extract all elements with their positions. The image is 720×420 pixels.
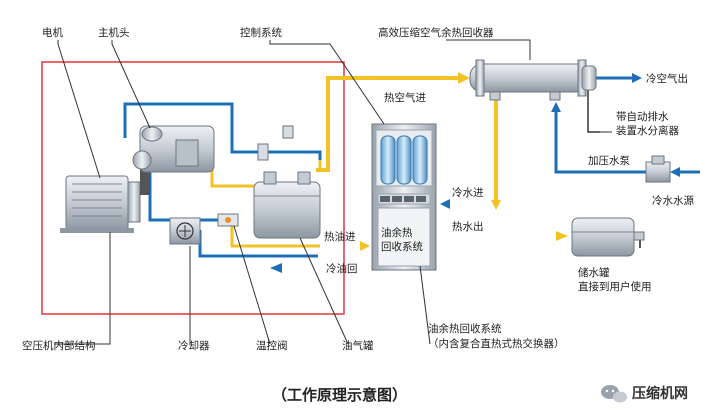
intake-valve [257, 143, 269, 161]
pump-to-exchanger-pipe [554, 112, 646, 174]
drive-belt [140, 150, 150, 195]
air-heat-exchanger [469, 59, 593, 101]
brand-watermark: 压缩机网 [601, 385, 688, 403]
label-storage-tank-1: 储水罐 [578, 266, 610, 279]
diagram-caption: （工作原理示意图） [272, 386, 407, 404]
label-thermostat-valve: 温控阀 [256, 339, 288, 352]
cold-oil-return-arrow [270, 263, 282, 273]
label-oil-gas-tank: 油气罐 [342, 339, 374, 352]
thermostat-valve [217, 213, 239, 227]
label-cold-water-in: 冷水进 [452, 186, 484, 199]
cold-water-in-arrow [440, 199, 450, 209]
label-hot-air-in: 热空气进 [384, 91, 426, 104]
label-cooler: 冷却器 [178, 339, 210, 352]
cold-water-source-arrow [670, 167, 680, 177]
hot-water-out-arrow [556, 231, 568, 241]
label-cold-water-source: 冷水水源 [652, 194, 694, 207]
oil-gas-tank [253, 171, 321, 239]
label-hot-oil-in: 热油进 [324, 230, 356, 243]
label-recovery-unit-2: 回收系统 [381, 240, 423, 253]
wechat-icon [601, 385, 627, 403]
hot-air-pipe [316, 76, 458, 172]
label-water-separator-2: 装置水分离器 [616, 124, 679, 137]
min-pressure-valve [282, 125, 294, 139]
compressor-internal-frame [41, 61, 345, 315]
motor [60, 175, 141, 233]
label-hot-water-out: 热水出 [452, 220, 484, 233]
brand-name: 压缩机网 [632, 385, 688, 402]
leader-lines [54, 39, 612, 345]
storage-tank [571, 217, 645, 257]
label-control-system: 控制系统 [240, 26, 282, 39]
label-recovery-system-1: 油余热回收系统 [428, 322, 502, 335]
label-heat-exchanger: 高效压缩空气余热回收器 [378, 26, 494, 39]
air-end [132, 125, 215, 173]
label-cold-oil-return: 冷油回 [326, 262, 358, 275]
label-cold-air-out: 冷空气出 [646, 72, 688, 85]
oil-heat-recovery-unit [371, 123, 437, 271]
hot-oil-in-arrow [360, 241, 370, 251]
label-booster-pump: 加压水泵 [588, 155, 630, 167]
internal-hot-pipe-head [210, 170, 256, 188]
label-recovery-system-2: （内含复合直热式热交换器） [428, 337, 565, 350]
booster-pump [645, 155, 671, 183]
hot-air-arrow [458, 72, 470, 84]
water-separator [581, 65, 597, 91]
label-internal-structure: 空压机内部结构 [22, 339, 96, 352]
cooler [169, 217, 201, 245]
label-water-separator-1: 带自动排水 [616, 110, 669, 123]
label-main-head: 主机头 [98, 26, 130, 39]
internal-cold-pipe-top [123, 102, 322, 168]
label-recovery-unit-1: 油余热 [381, 226, 413, 239]
separator-drain-pipe [587, 90, 600, 133]
pump-to-exchanger-arrow [551, 102, 561, 112]
internal-cold-pipe-left [148, 165, 170, 222]
cold-air-out-arrow [632, 73, 642, 83]
label-motor: 电机 [42, 26, 63, 39]
label-storage-tank-2: 直接到用户使用 [578, 280, 652, 293]
